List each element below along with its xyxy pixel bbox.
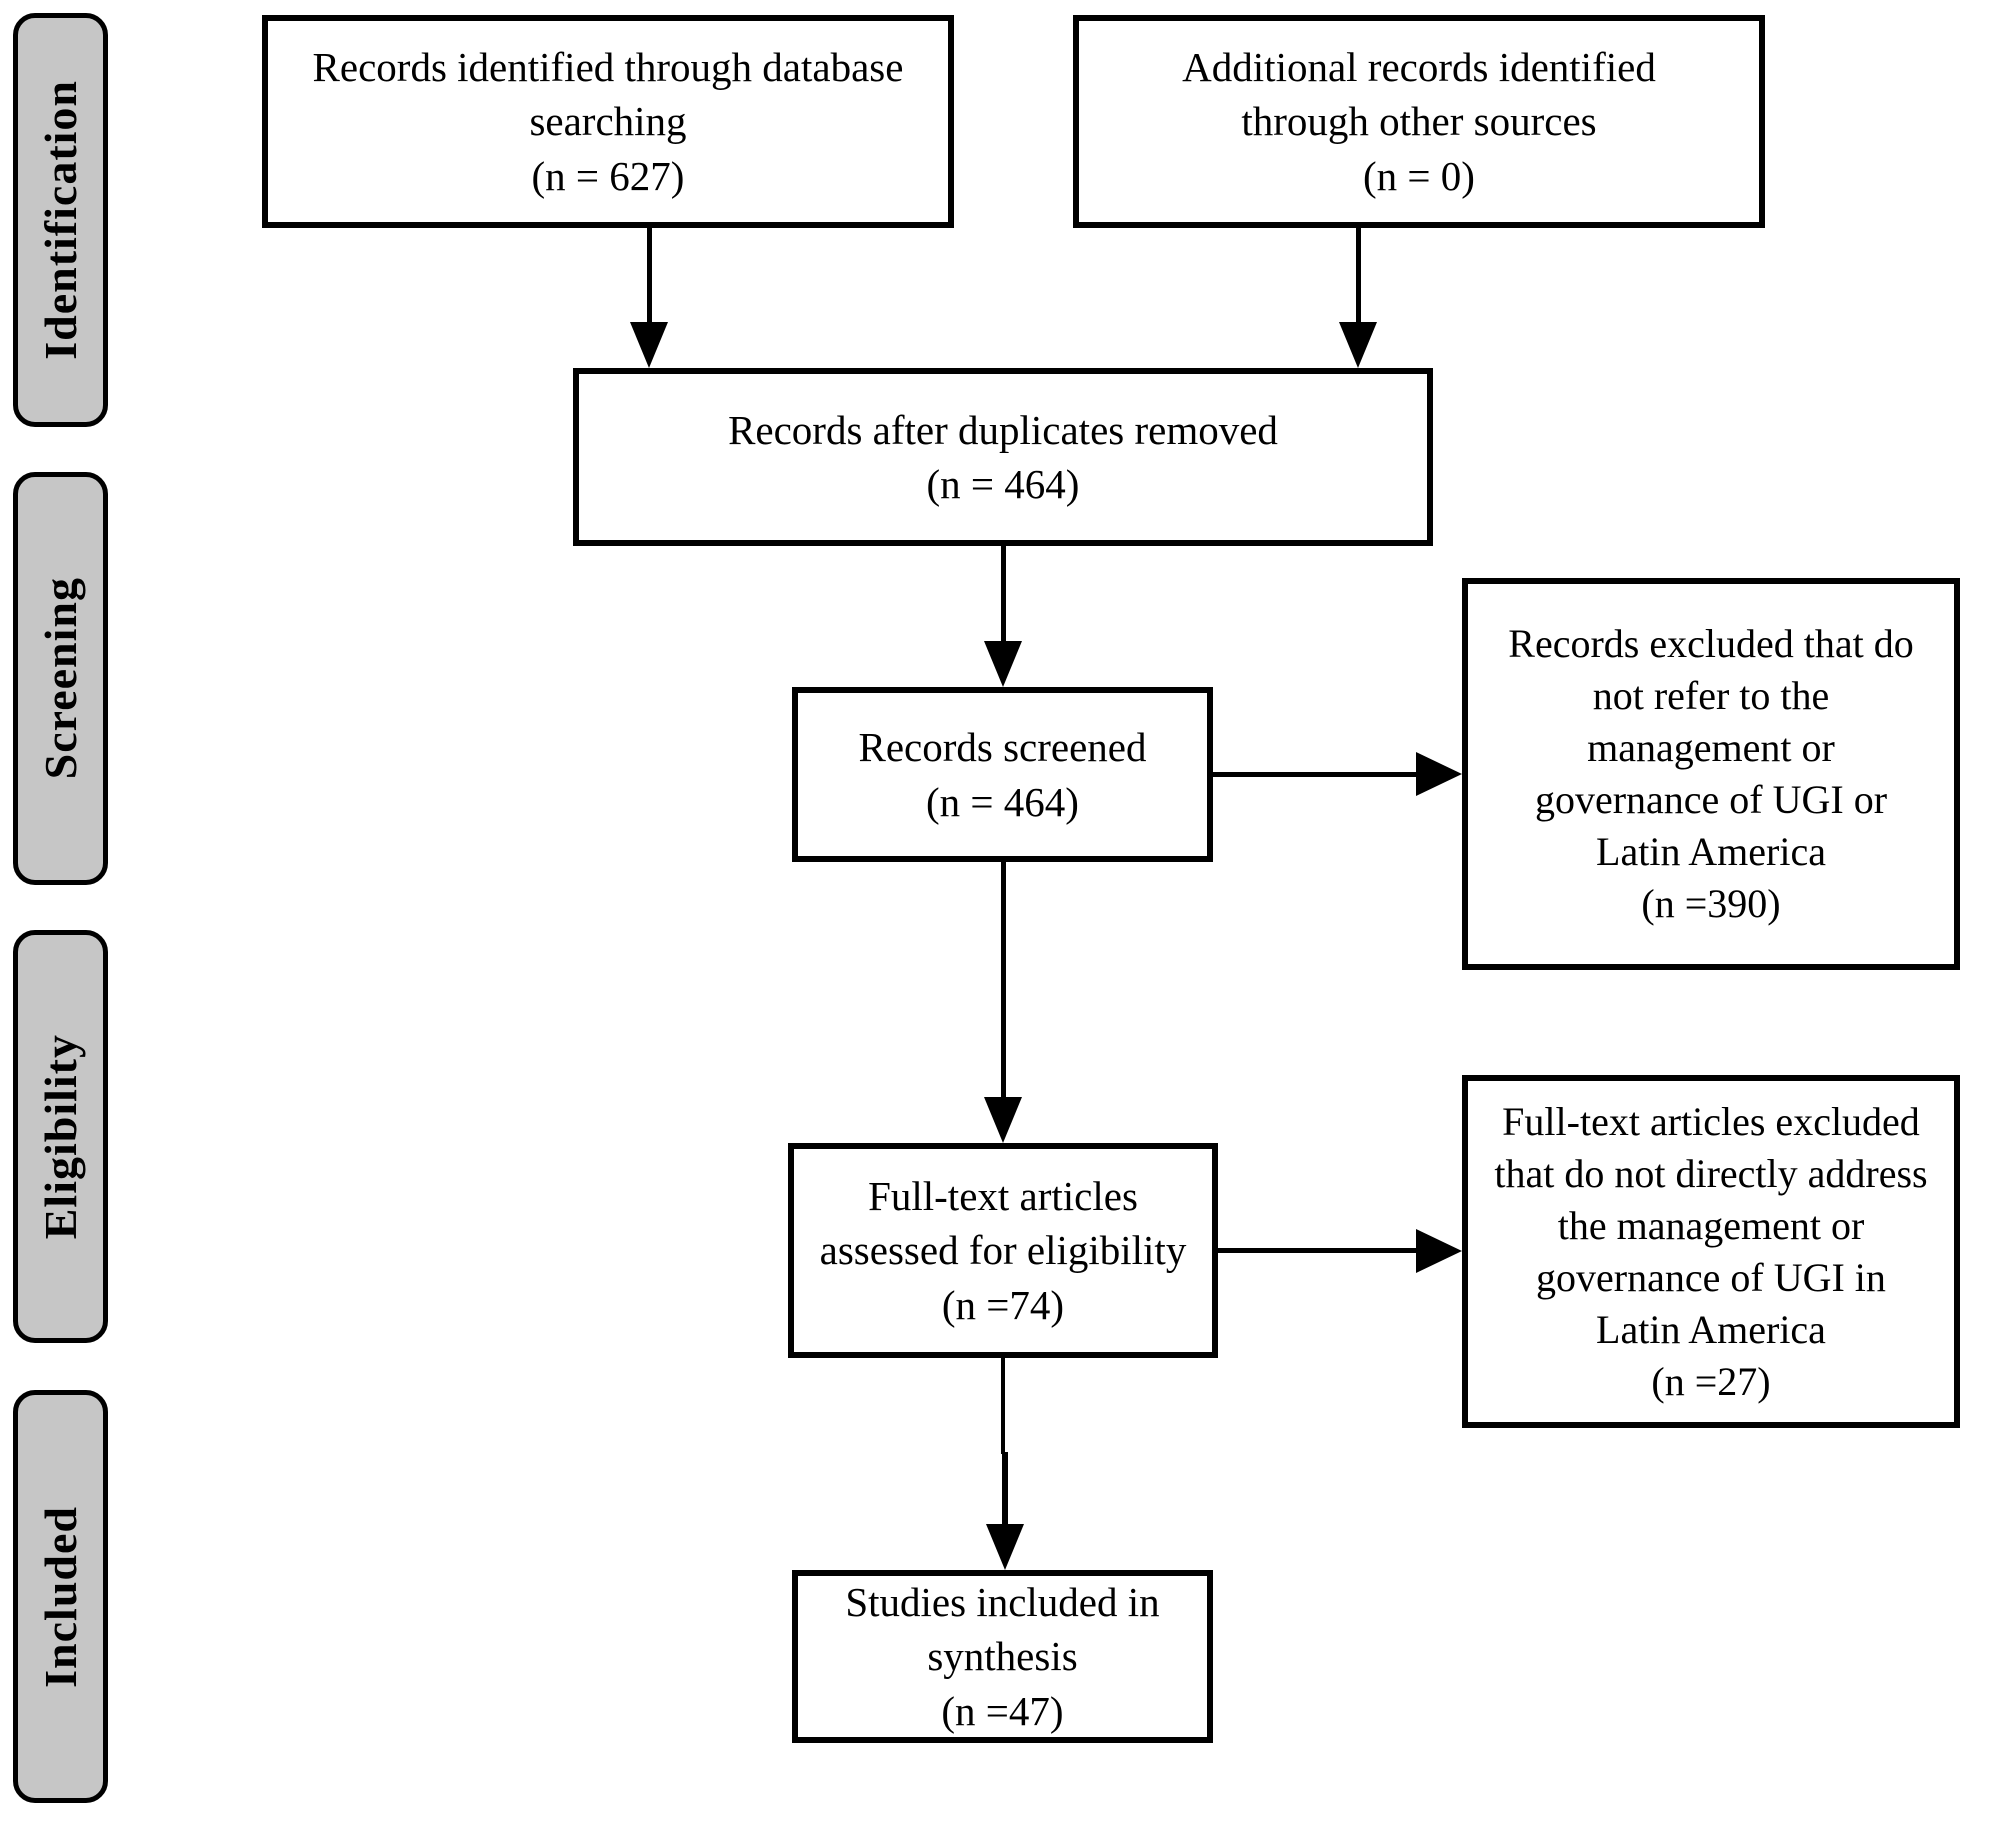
box-fulltext-assessed-text: Full-text articles assessed for eligibil… — [819, 1173, 1187, 1274]
box-records-screened-text: Records screened — [858, 724, 1147, 771]
box-fulltext-excluded-text: Full-text articles excluded that do not … — [1494, 1098, 1928, 1352]
box-studies-included-count: (n =47) — [941, 1687, 1064, 1734]
arrow-duplicates-to-screened-shaft — [1001, 546, 1006, 646]
box-records-identified-database-count: (n = 627) — [531, 152, 685, 199]
box-fulltext-excluded-count: (n =27) — [1651, 1358, 1771, 1404]
arrow-screened-to-fulltext-shaft — [1001, 862, 1006, 1102]
box-records-excluded-text: Records excluded that do not refer to th… — [1508, 621, 1914, 874]
stage-included-label: Included — [35, 1505, 86, 1688]
box-records-identified-database: Records identified through database sear… — [262, 15, 954, 228]
box-studies-included-text: Studies included in synthesis — [845, 1579, 1160, 1680]
box-records-excluded: Records excluded that do not refer to th… — [1462, 578, 1960, 970]
arrow-screened-to-excluded-shaft — [1213, 772, 1420, 777]
box-fulltext-assessed-count: (n =74) — [941, 1281, 1065, 1328]
stage-screening: Screening — [13, 472, 108, 885]
arrow-fulltext-to-excluded-shaft — [1218, 1248, 1420, 1253]
arrow-other-sources-to-duplicates-shaft — [1356, 228, 1361, 328]
stage-screening-label: Screening — [35, 577, 86, 780]
arrow-screened-to-fulltext-head — [984, 1097, 1022, 1143]
stage-included: Included — [13, 1390, 108, 1803]
box-records-after-duplicates-count: (n = 464) — [926, 461, 1080, 507]
box-records-identified-database-text: Records identified through database sear… — [312, 44, 904, 145]
box-additional-records-other-sources: Additional records identified through ot… — [1073, 15, 1765, 228]
box-records-excluded-count: (n =390) — [1641, 881, 1781, 926]
box-records-screened: Records screened (n = 464) — [792, 687, 1213, 862]
arrow-fulltext-to-included-shaft-upper — [1001, 1358, 1005, 1454]
box-records-after-duplicates-text: Records after duplicates removed — [728, 406, 1278, 453]
arrow-database-to-duplicates-head — [630, 322, 668, 368]
arrow-fulltext-to-included-head — [986, 1524, 1024, 1570]
stage-eligibility: Eligibility — [13, 930, 108, 1343]
box-studies-included: Studies included in synthesis (n =47) — [792, 1570, 1213, 1743]
stage-identification: Identification — [13, 13, 108, 427]
box-records-after-duplicates: Records after duplicates removed (n = 46… — [573, 368, 1433, 546]
arrow-database-to-duplicates-shaft — [647, 228, 652, 328]
arrow-fulltext-to-excluded-head — [1416, 1229, 1462, 1273]
box-fulltext-assessed: Full-text articles assessed for eligibil… — [788, 1143, 1218, 1358]
box-fulltext-excluded: Full-text articles excluded that do not … — [1462, 1075, 1960, 1428]
stage-eligibility-label: Eligibility — [35, 1033, 86, 1240]
arrow-duplicates-to-screened-head — [984, 641, 1022, 687]
arrow-screened-to-excluded-head — [1416, 752, 1462, 796]
arrow-other-sources-to-duplicates-head — [1339, 322, 1377, 368]
box-records-screened-count: (n = 464) — [926, 778, 1079, 825]
arrow-fulltext-to-included-shaft-lower — [1002, 1452, 1008, 1528]
box-additional-records-other-sources-text: Additional records identified through ot… — [1182, 44, 1656, 145]
stage-identification-label: Identification — [35, 80, 86, 360]
box-additional-records-other-sources-count: (n = 0) — [1363, 152, 1475, 199]
